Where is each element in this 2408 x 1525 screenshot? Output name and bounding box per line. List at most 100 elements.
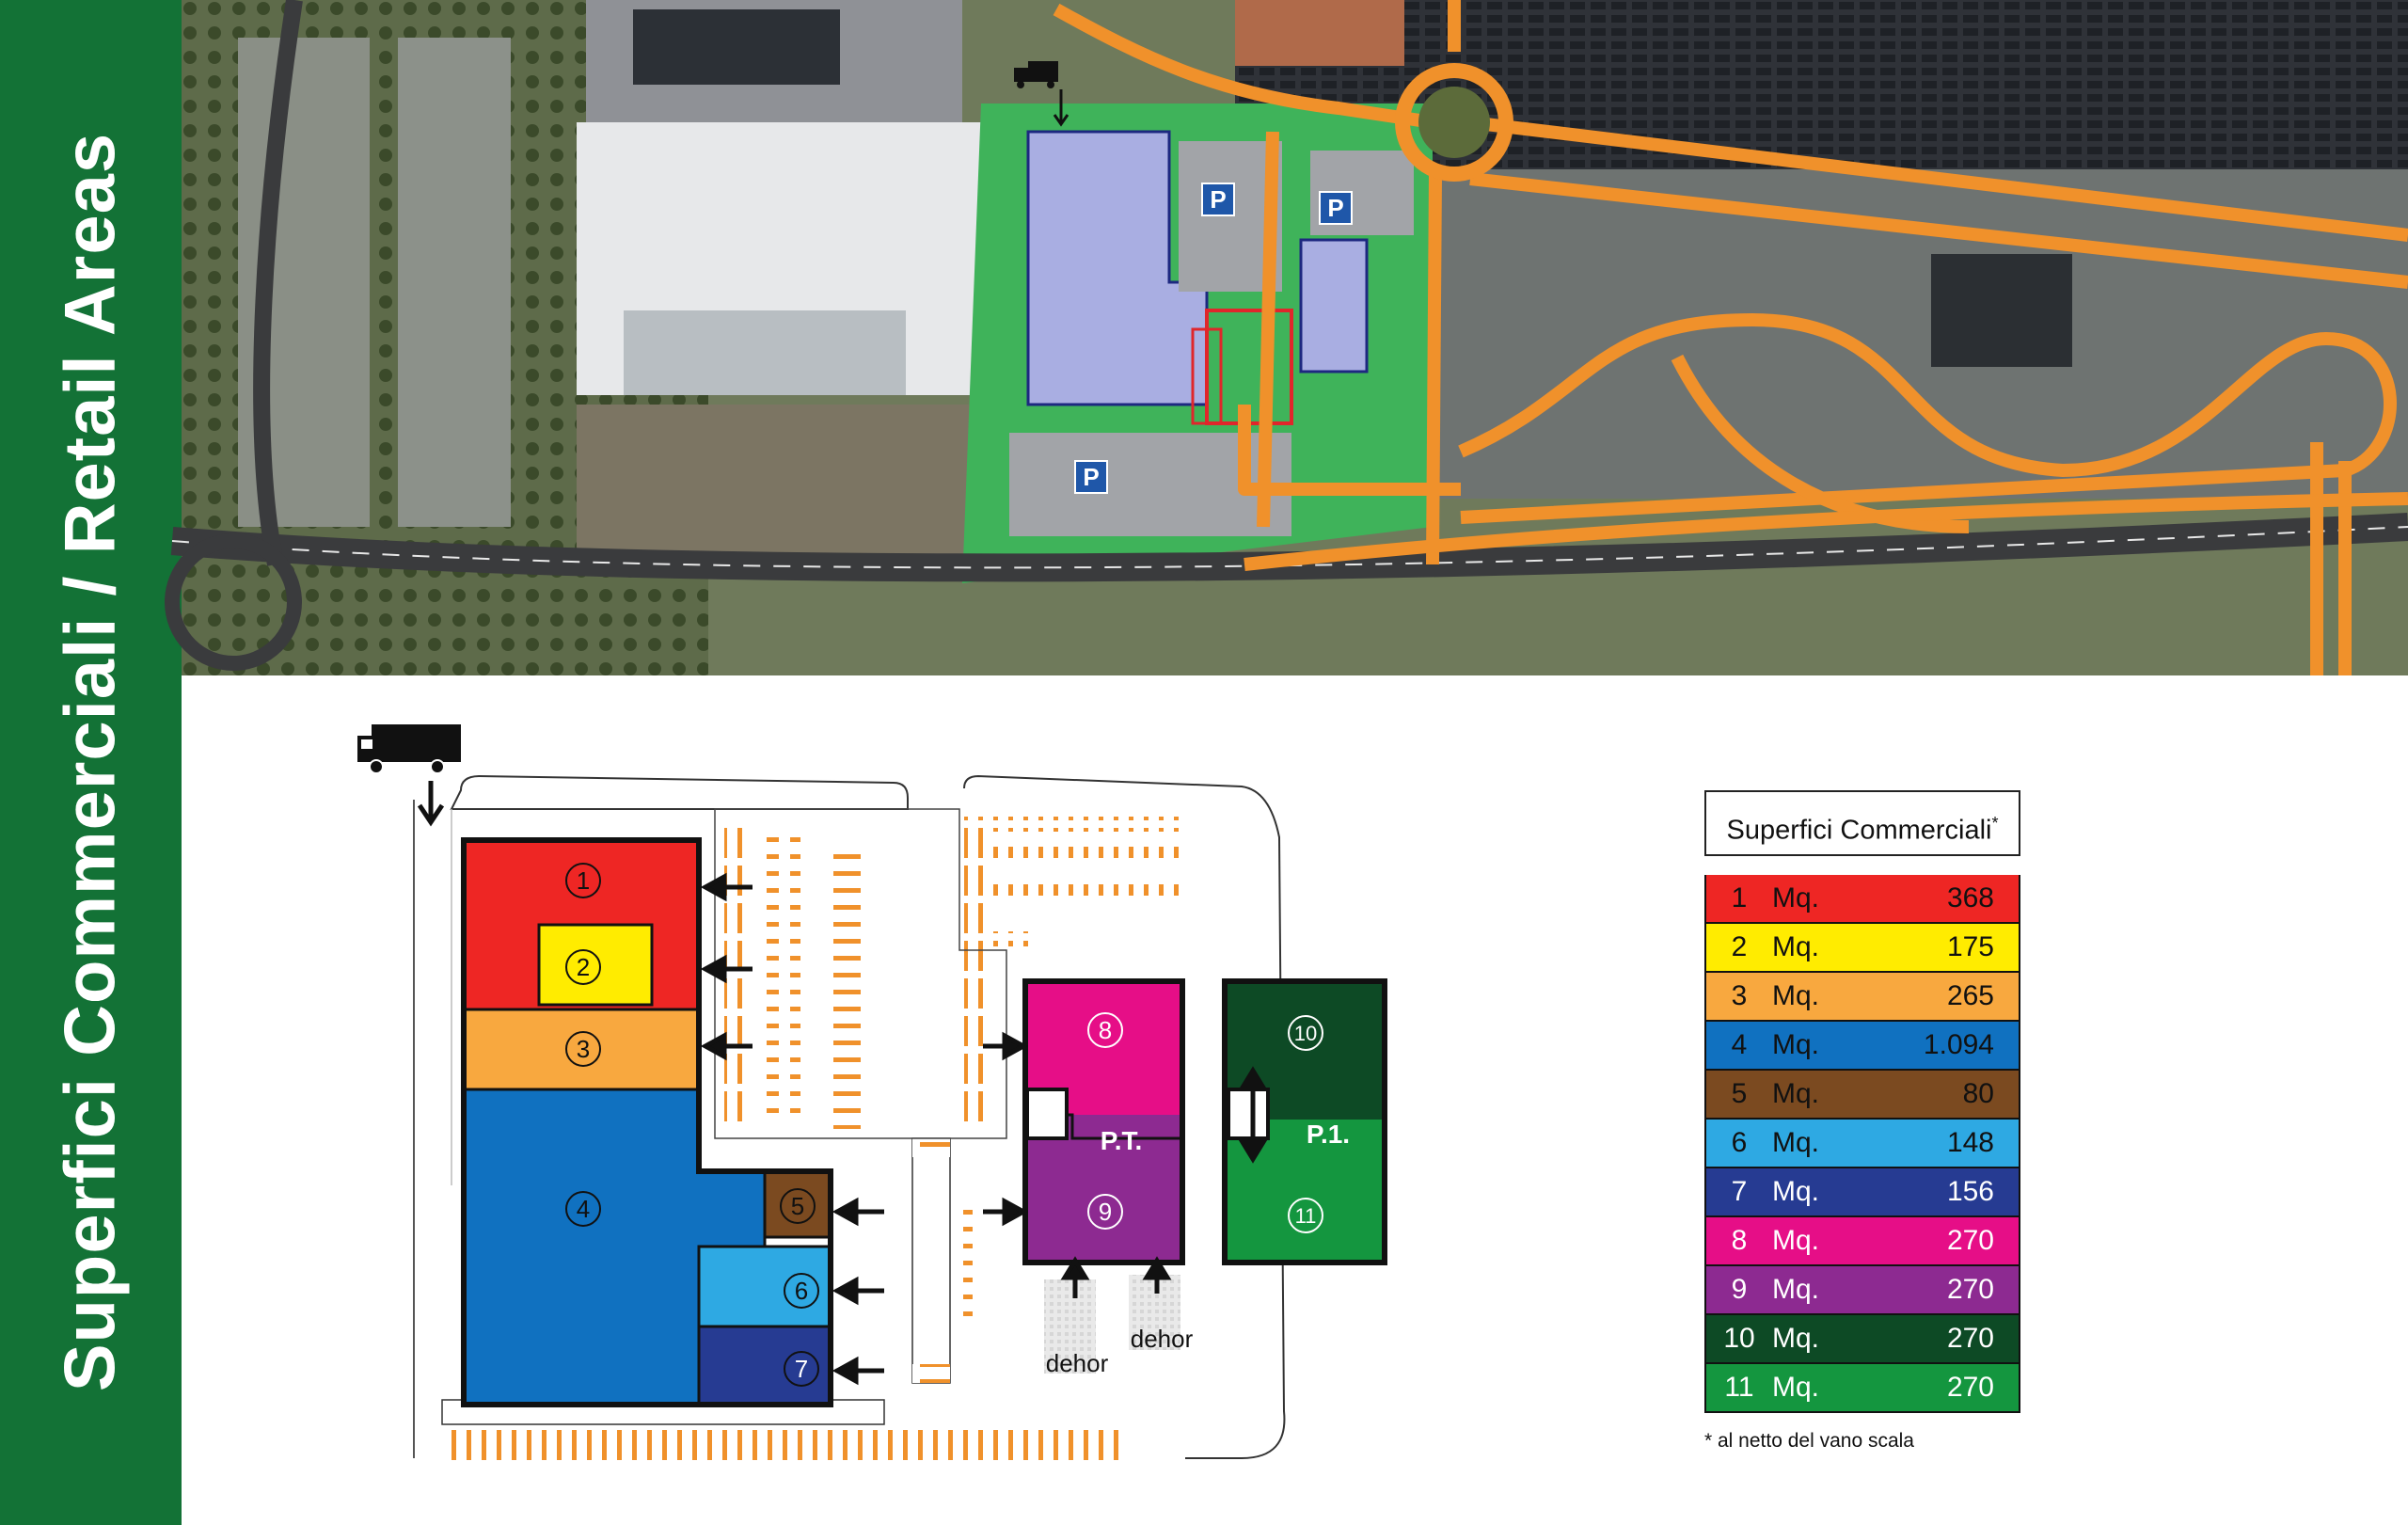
legend-header: Superfici Commerciali* [1704,790,2020,856]
legend-row-num: 1 [1731,882,1748,913]
legend-row-num: 2 [1731,931,1748,962]
legend-row-3: 3 Mq. 265 [1704,973,2020,1022]
legend-row-num: 3 [1731,980,1748,1011]
parking-sign-b: P [1319,191,1353,225]
block-b-stair [1025,1088,1069,1140]
unit-3-label: 3 [577,1035,590,1063]
floor-plan-svg: 1 2 3 4 5 6 7 8 9 10 11 P.T. P.1. dehor … [357,724,1387,1463]
legend-row-value: 1.094 [1923,1029,1994,1060]
aerial-roundabout-left [165,533,302,671]
legend-row-value: 80 [1962,1078,1994,1109]
floor-plan: 1 2 3 4 5 6 7 8 9 10 11 P.T. P.1. dehor … [357,715,1387,1477]
unit-number-circles-light [1087,1012,1323,1233]
legend-row-5: 5 Mq. 80 [1704,1071,2020,1120]
aerial-left-lot-2 [398,38,511,527]
legend-row-4: 4 Mq. 1.094 [1704,1022,2020,1071]
legend-row-value: 148 [1946,1127,1994,1158]
legend-row-1: 1 Mq. 368 [1704,875,2020,924]
legend-row-value: 270 [1946,1372,1994,1403]
legend-row-8: 8 Mq. 270 [1704,1217,2020,1266]
legend: Superfici Commerciali* 1 Mq. 368 2 Mq. 1… [1704,790,2020,1453]
unit-8-label: 8 [1099,1016,1112,1044]
legend-row-unit: Mq. [1772,980,1820,1011]
unit-1-label: 1 [577,866,590,895]
legend-row-6: 6 Mq. 148 [1704,1120,2020,1168]
entrance-arrows [700,872,1268,1386]
aerial-map[interactable]: P P P [165,0,2408,675]
aerial-greenhouse [624,310,906,395]
legend-row-11: 11 Mq. 270 [1704,1364,2020,1413]
aerial-garden-center [577,405,981,555]
dehor-label-a: dehor [1046,1349,1109,1377]
unit-3[interactable] [462,1008,701,1091]
parking-sign-c-text: P [1083,463,1099,491]
aerial-roundabout-center [1418,87,1490,158]
legend-row-unit: Mq. [1772,1274,1820,1305]
legend-row-unit: Mq. [1772,882,1820,913]
aerial-building-b [1299,238,1369,373]
unit-2[interactable] [537,923,654,1007]
plan-stalls-top-4 [964,931,1030,946]
unit-11-label: 11 [1295,1204,1317,1228]
floor-label-ground: P.T. [1101,1126,1143,1155]
aerial-map-svg: P P P [165,0,2408,675]
aerial-truck-icon [1014,61,1069,127]
plan-stalls-top-3 [964,884,1180,899]
aerial-roundabout [1395,63,1513,182]
unit-6-label: 6 [795,1277,808,1305]
plan-crosswalk-a [912,1138,950,1157]
legend-row-unit: Mq. [1772,1029,1820,1060]
aerial-brick-roof [1235,0,1404,66]
block-c-outline [1222,978,1387,1265]
legend-row-unit: Mq. [1772,1127,1820,1158]
legend-row-num: 11 [1724,1372,1754,1403]
plan-stalls-mid-3 [964,820,989,1121]
parking-sign-a-text: P [1210,185,1226,214]
unit-10-label: 10 [1294,1022,1317,1045]
unit-6[interactable] [697,1245,832,1328]
legend-title-mark: * [1991,814,1999,833]
unit-5-label: 5 [791,1192,804,1220]
legend-row-value: 270 [1946,1225,1994,1256]
legend-row-num: 10 [1723,1323,1755,1354]
unit-number-circles [565,863,819,1387]
unit-number-labels: 1 2 3 4 5 6 7 8 9 10 11 [577,866,1317,1383]
aerial-highlight-2 [1191,327,1223,425]
block-b-outline [1022,978,1185,1265]
aerial-solar-roof [633,9,840,85]
sidebar: Superfici Commerciali / Retail Areas [0,0,182,1525]
unit-7[interactable] [697,1325,832,1406]
unit-4-label: 4 [577,1195,590,1223]
legend-row-10: 10 Mq. 270 [1704,1315,2020,1364]
legend-row-num: 8 [1731,1225,1748,1256]
parking-sign-b-text: P [1327,194,1343,222]
plan-crosswalk-b [912,1364,950,1383]
unit-7-label: 7 [795,1355,808,1383]
unit-9-label: 9 [1099,1198,1112,1226]
block-a-outline [461,837,833,1407]
plan-site-outline [963,774,1286,1459]
legend-row-unit: Mq. [1772,1176,1820,1207]
legend-note: * al netto del vano scala [1704,1430,1914,1452]
plan-stalls-left [724,828,749,1129]
plan-top-strip [450,774,909,810]
legend-title: Superfici Commerciali [1726,815,1992,846]
plan-stalls-top-2 [964,847,1180,862]
aerial-highway-line [171,526,2408,569]
legend-row-value: 156 [1946,1176,1994,1207]
plan-walkway [911,1137,951,1384]
aerial-orange-roads [1053,0,2408,675]
aerial-side-road [253,0,303,566]
legend-row-unit: Mq. [1772,1225,1820,1256]
plan-stalls-mid-2 [823,847,861,1129]
plan-stalls-mid-1 [767,837,800,1120]
legend-row-2: 2 Mq. 175 [1704,924,2020,973]
dehor-label-b: dehor [1131,1325,1194,1353]
legend-row-unit: Mq. [1772,1078,1820,1109]
plan-stalls-top-1 [964,817,1180,832]
legend-row-num: 9 [1731,1274,1748,1305]
sidebar-title: Superfici Commerciali / Retail Areas [50,132,131,1392]
plan-stalls-bottom [452,1430,1129,1463]
legend-row-value: 368 [1946,882,1994,913]
legend-row-num: 4 [1731,1029,1748,1060]
